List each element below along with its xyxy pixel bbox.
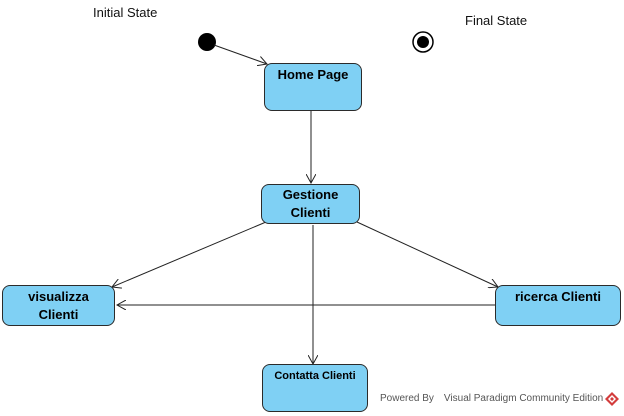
state-visualizza-clienti[interactable]: visualizza Clienti — [2, 285, 115, 326]
state-home-page[interactable]: Home Page — [264, 63, 362, 111]
state-home-page-label: Home Page — [277, 67, 349, 82]
transition-gestione-to-visualizza[interactable] — [112, 221, 267, 287]
transition-gestione-to-ricerca[interactable] — [356, 221, 498, 287]
initial-state-node[interactable] — [198, 33, 216, 51]
visual-paradigm-logo-icon — [605, 392, 619, 406]
state-contatta-clienti[interactable]: Contatta Clienti — [262, 364, 368, 412]
initial-state-label: Initial State — [93, 5, 158, 20]
final-state-label: Final State — [465, 13, 528, 28]
final-state-core — [417, 36, 429, 48]
powered-by-footer: Powered By Visual Paradigm Community Edi… — [380, 393, 604, 404]
state-gestione-clienti-label: Gestione Clienti — [282, 187, 339, 220]
state-visualizza-clienti-label: visualizza Clienti — [28, 289, 89, 322]
transition-initial-to-home[interactable] — [213, 44, 267, 64]
state-gestione-clienti[interactable]: Gestione Clienti — [261, 184, 360, 224]
state-ricerca-clienti[interactable]: ricerca Clienti — [495, 285, 621, 326]
state-ricerca-clienti-label: ricerca Clienti — [515, 289, 601, 304]
state-contatta-clienti-label: Contatta Clienti — [274, 370, 356, 382]
